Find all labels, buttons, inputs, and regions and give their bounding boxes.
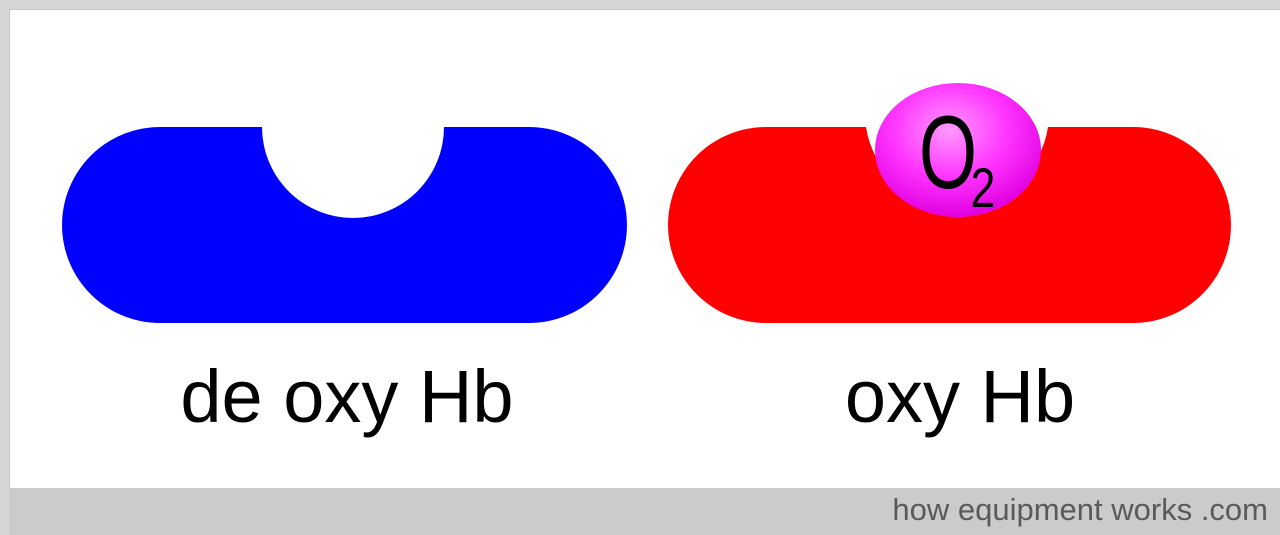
oxygen-molecule: O 2 [875,83,1041,219]
hemoglobin-diagram: O 2 [62,83,1231,323]
footer-credit: how equipment works .com [892,492,1268,527]
deoxy-hb-shape [62,127,627,323]
oxygen-ellipse [875,83,1041,217]
oxy-hb-label: oxy Hb [844,355,1076,438]
deoxy-hb-label: de oxy Hb [180,355,514,438]
footer-bar: how equipment works .com [9,488,1280,535]
oxygen-symbol: O [919,95,977,211]
oxygen-subscript: 2 [971,156,996,219]
oxy-hb-shape [668,127,1231,323]
